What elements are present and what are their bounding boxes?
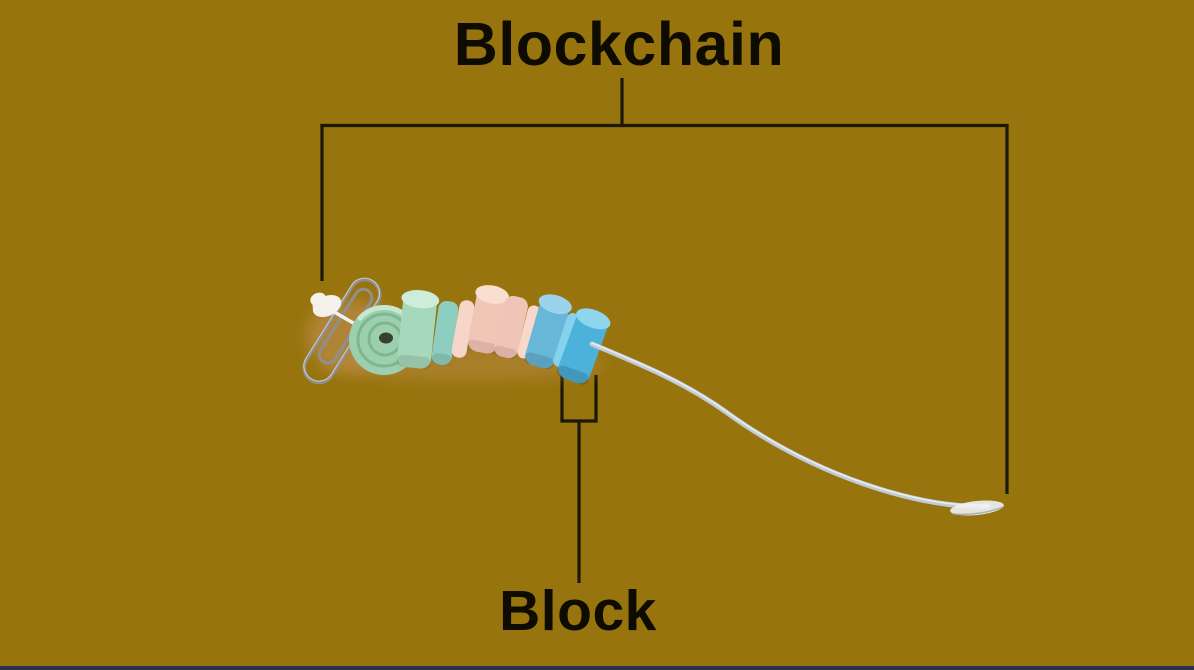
bead-face [475,285,509,304]
bead-edge [525,297,569,369]
bead-face [576,308,611,330]
candy-beads [396,285,611,385]
bead-mint-green [396,290,440,369]
thread-string [589,341,1004,516]
bead-light-blue [553,313,579,367]
bead-edge [397,293,437,369]
bead-face [538,294,572,315]
knot-lump [310,292,326,306]
bead-face [401,290,440,309]
bead-edge [517,305,541,359]
bead-shade [493,345,517,359]
bead-blue-large [556,308,611,385]
bead-pink [493,295,528,359]
bead-edge [553,313,579,367]
bead-edge [431,300,459,366]
string-sheen [591,342,989,507]
string-end-shadow [951,506,1004,516]
bead-blue-medium [524,294,572,370]
roll-highlight [357,305,408,321]
blockchain-title-label: Blockchain [454,10,784,78]
bead-teal-green [431,300,459,366]
bead-shade [431,353,452,366]
bead-edge [494,295,528,359]
bead-light-pink [517,305,541,359]
bottom-edge-strip [0,666,1194,670]
bead-edge [451,300,475,358]
roll-hole [379,332,393,344]
bead-shade [524,352,554,370]
bead-shade [467,339,497,355]
string-frayed-end [950,500,1004,516]
blockchain-bracket [320,78,1009,583]
bead-pale-pink [451,300,475,358]
bead-chain-photo [302,277,1004,516]
bead-shade [556,365,589,385]
bead-edge [558,310,608,384]
bead-shade [396,354,431,369]
block-label: Block [499,579,657,643]
